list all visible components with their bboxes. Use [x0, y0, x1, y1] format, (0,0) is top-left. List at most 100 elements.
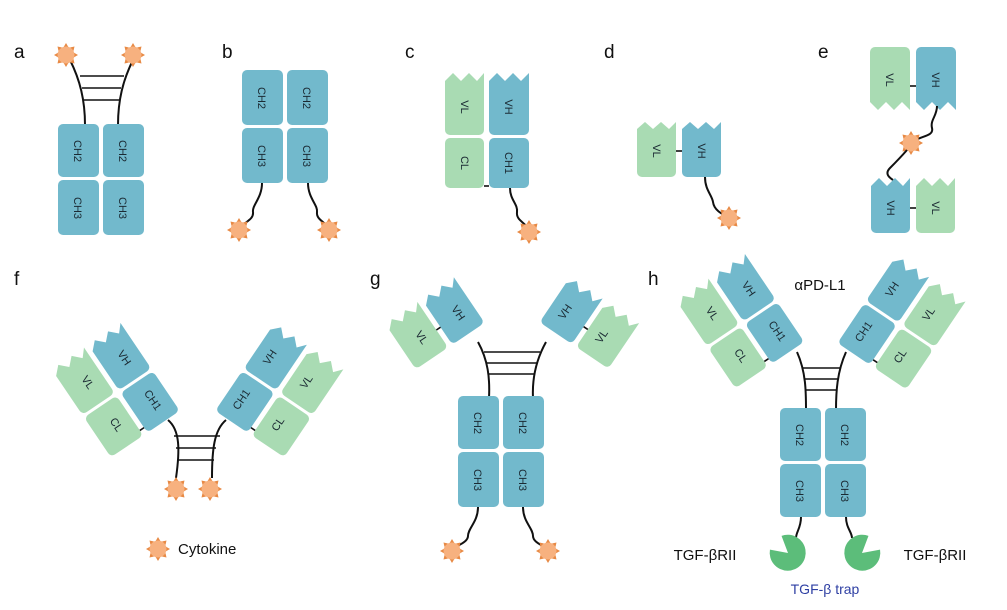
cl-domain [710, 328, 766, 387]
cytokine-legend-label: Cytokine [178, 541, 236, 558]
vl-domain [577, 305, 640, 367]
vh-domain [867, 259, 930, 321]
tgf-trap-label: TGF-β trap [791, 581, 860, 597]
ch1-label: CH1 [502, 152, 514, 174]
ch2-domain [103, 124, 144, 177]
apdl1-label: αPD-L1 [794, 277, 845, 294]
ch3-label: CH3 [300, 145, 312, 167]
ch2-domain [58, 124, 99, 177]
cytokine-icon [54, 43, 78, 67]
vh-label: VH [695, 143, 707, 158]
ch3-label: CH3 [471, 469, 483, 491]
ch3-label: CH3 [71, 197, 83, 219]
ch1-domain [746, 303, 803, 362]
ch3-domain [58, 180, 99, 235]
ch1-domain [489, 138, 529, 188]
ch1-domain [217, 372, 273, 431]
ch3-label: CH3 [516, 469, 528, 491]
ch2-label: CH2 [71, 140, 83, 162]
ch3-domain [780, 464, 821, 517]
cytokine-icon [899, 131, 923, 155]
ch3-domain [825, 464, 866, 517]
vl-domain [282, 352, 344, 414]
ch2-label: CH2 [116, 140, 128, 162]
vl-domain [904, 284, 966, 346]
vh-domain [871, 178, 910, 233]
vl-domain [870, 47, 910, 110]
cl-domain [445, 138, 484, 188]
vh-domain [682, 122, 721, 177]
ch1-domain [122, 372, 178, 431]
cytokine-icon [164, 477, 188, 501]
tgf-rii-label-left: TGF-βRII [674, 547, 737, 564]
tgf-rii-label-right: TGF-βRII [904, 547, 967, 564]
ch3-domain [503, 452, 544, 507]
cytokine-icon [121, 43, 145, 67]
vl-domain [637, 122, 676, 177]
vh-domain [489, 73, 529, 135]
vl-domain [445, 73, 484, 135]
panel-label-b: b [222, 42, 233, 63]
panel-c: c VL CL VH CH1 [405, 42, 541, 244]
ch3-domain [458, 452, 499, 507]
ch2-label: CH2 [471, 412, 483, 434]
vl-label: VL [458, 100, 470, 113]
ch3-label: CH3 [255, 145, 267, 167]
cl-label: CL [458, 156, 470, 170]
cytokine-icon [517, 220, 541, 244]
vh-label: VH [884, 200, 896, 215]
cytokine-icon [317, 218, 341, 242]
ch2-label: CH2 [255, 87, 267, 109]
panel-label-f: f [14, 269, 20, 290]
panel-label-e: e [818, 42, 829, 63]
ch2-label: CH2 [793, 424, 805, 446]
ch3-label: CH3 [116, 197, 128, 219]
vl-domain [56, 347, 113, 414]
cl-domain [86, 397, 142, 456]
cytokine-icon [536, 539, 560, 563]
cytokine-icon [227, 218, 251, 242]
vh-label: VH [502, 99, 514, 114]
ch2-domain [503, 396, 544, 449]
ch2-label: CH2 [300, 87, 312, 109]
ch2-domain [780, 408, 821, 461]
panel-label-a: a [14, 42, 25, 63]
cytokine-icon [440, 539, 464, 563]
vh-domain [92, 322, 150, 389]
panel-f: f VL CL VH CH1 VH CH1 V [14, 269, 344, 561]
vl-label: VL [929, 201, 941, 214]
panel-h: h αPD-L1 VL CL VH CH1 VH CH1 [648, 253, 967, 597]
cytokine-legend-icon [146, 537, 170, 561]
vl-domain [389, 301, 447, 368]
vh-label: VH [929, 72, 941, 87]
vh-domain [541, 281, 603, 343]
panel-label-d: d [604, 42, 615, 63]
panel-e: e VL VH VH VL [818, 42, 956, 233]
ch3-label: CH3 [838, 480, 850, 502]
vh-domain [717, 253, 774, 320]
vl-label: VL [650, 144, 662, 157]
cytokine-icon [198, 477, 222, 501]
ch3-label: CH3 [793, 480, 805, 502]
vl-domain [680, 278, 738, 345]
ch2-label: CH2 [838, 424, 850, 446]
vh-domain [426, 277, 483, 343]
ch3-domain [242, 128, 283, 183]
panel-label-h: h [648, 269, 659, 290]
panel-b: b CH2 CH2 CH3 CH3 [222, 42, 341, 242]
vh-domain [245, 327, 307, 389]
ch2-domain [458, 396, 499, 449]
ch2-domain [242, 70, 283, 125]
cl-domain [253, 397, 309, 456]
ch3-domain [103, 180, 144, 235]
tgf-trap-icon [764, 528, 814, 579]
ch1-domain [839, 305, 895, 363]
cl-domain [875, 329, 932, 388]
ch3-domain [287, 128, 328, 183]
panel-g: g VL VH VH VL CH2 CH2 CH3 CH3 [370, 269, 640, 563]
vl-label: VL [883, 73, 895, 86]
panel-d: d VL VH [604, 42, 741, 230]
panel-label-g: g [370, 269, 381, 290]
vl-domain [916, 178, 955, 233]
